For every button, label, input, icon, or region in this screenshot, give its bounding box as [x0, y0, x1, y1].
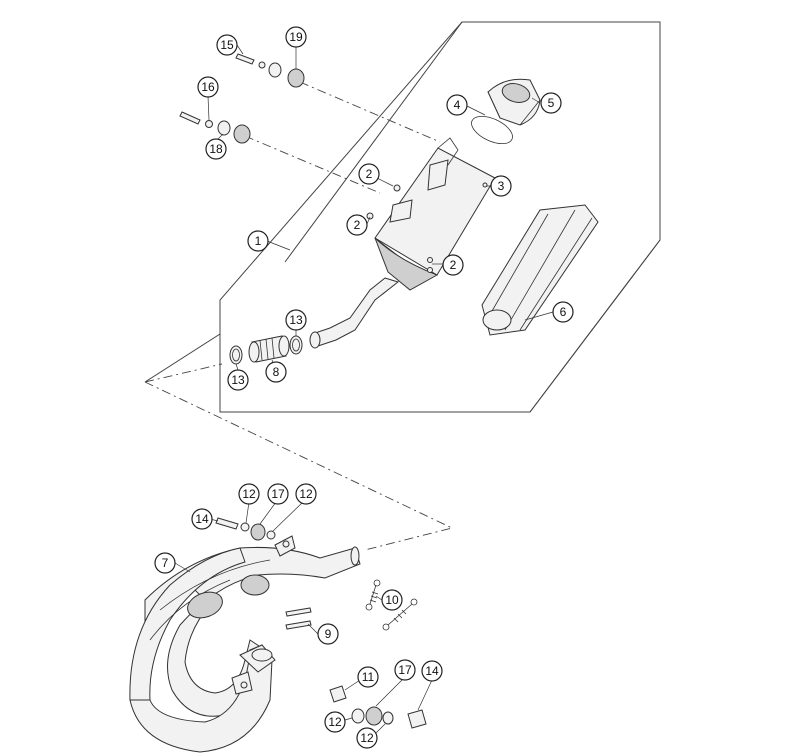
bolt-15 [235, 53, 255, 65]
rubber-grommet-18 [233, 124, 251, 144]
connection-line-cross [144, 363, 454, 551]
exhaust-header-7 [129, 535, 361, 753]
callout-8: 8 [265, 361, 287, 383]
svg-text:17: 17 [271, 487, 285, 501]
callout-7: 7 [154, 552, 176, 574]
svg-text:13: 13 [231, 373, 245, 387]
end-cap-5 [487, 78, 541, 126]
washer-12a [240, 522, 250, 532]
svg-text:7: 7 [162, 556, 169, 570]
nut-11 [329, 685, 347, 703]
callout-13b: 13 [227, 369, 249, 391]
leader-lines [174, 44, 554, 736]
svg-text:8: 8 [273, 365, 280, 379]
callout-2b: 2 [346, 214, 368, 236]
svg-text:6: 6 [560, 305, 567, 319]
svg-text:14: 14 [425, 664, 439, 678]
coupling-sleeve [248, 335, 290, 363]
o-ring-4 [471, 115, 513, 145]
spring-10 [365, 579, 418, 631]
bolt-16 [179, 111, 201, 125]
callout-12a: 12 [238, 483, 260, 505]
grommet-17a [250, 523, 266, 541]
callout-10: 10 [381, 589, 403, 611]
svg-text:12: 12 [328, 715, 342, 729]
svg-text:12: 12 [242, 487, 256, 501]
svg-text:9: 9 [325, 627, 332, 641]
seal-9a [285, 607, 312, 617]
bushing-15 [268, 62, 282, 78]
callout-14a: 14 [191, 508, 213, 530]
svg-text:15: 15 [220, 38, 234, 52]
callout-1: 1 [247, 230, 269, 252]
svg-text:2: 2 [450, 258, 457, 272]
svg-text:19: 19 [289, 30, 303, 44]
grommet-17b [365, 706, 383, 726]
callout-12b: 12 [295, 483, 317, 505]
callout-3: 3 [490, 175, 512, 197]
connection-line-upper [299, 81, 441, 143]
svg-text:2: 2 [366, 167, 373, 181]
silencer-sleeve-6 [481, 204, 599, 336]
callout-15: 15 [216, 34, 238, 56]
callout-11: 11 [357, 666, 379, 688]
bushing-18 [217, 120, 231, 136]
callout-19: 19 [285, 26, 307, 48]
washer-16 [205, 120, 213, 128]
callout-18: 18 [205, 138, 227, 160]
callout-2a: 2 [358, 163, 380, 185]
callout-17a: 17 [267, 483, 289, 505]
callout-17b: 17 [394, 659, 416, 681]
svg-text:18: 18 [209, 142, 223, 156]
svg-text:4: 4 [454, 98, 461, 112]
callout-4: 4 [446, 94, 468, 116]
bolt-14-upper [215, 517, 239, 530]
rubber-grommet-19 [287, 68, 305, 88]
svg-text:12: 12 [299, 487, 313, 501]
callout-13a: 13 [285, 309, 307, 331]
callout-6: 6 [552, 301, 574, 323]
frame-outline [219, 21, 661, 413]
seal-9b [285, 620, 312, 630]
connection-line-mid [244, 135, 381, 194]
washer-12d [382, 711, 394, 725]
silencer-body [309, 137, 496, 349]
callout-5: 5 [540, 92, 562, 114]
svg-text:10: 10 [385, 593, 399, 607]
washer-12c [351, 708, 365, 724]
callout-14b: 14 [421, 660, 443, 682]
callout-2c: 2 [442, 254, 464, 276]
svg-text:17: 17 [398, 663, 412, 677]
callout-12d: 12 [356, 727, 378, 749]
svg-text:12: 12 [360, 731, 374, 745]
svg-text:14: 14 [195, 512, 209, 526]
svg-text:16: 16 [201, 80, 215, 94]
washer-12b [266, 530, 276, 540]
svg-text:1: 1 [255, 234, 262, 248]
svg-text:3: 3 [498, 179, 505, 193]
bolt-14-lower [407, 709, 427, 729]
callout-16: 16 [197, 76, 219, 98]
washer-15 [258, 61, 266, 69]
svg-text:13: 13 [289, 313, 303, 327]
callout-12c: 12 [324, 711, 346, 733]
svg-text:5: 5 [548, 96, 555, 110]
svg-text:11: 11 [362, 670, 375, 684]
svg-text:2: 2 [354, 218, 361, 232]
callout-9: 9 [317, 623, 339, 645]
